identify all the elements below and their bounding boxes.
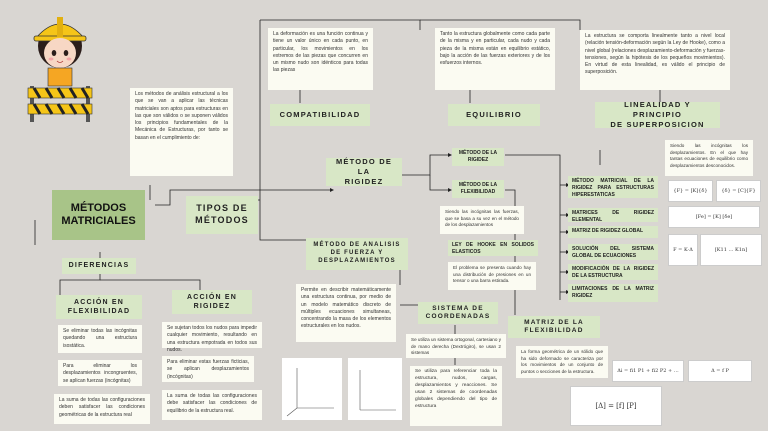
list-item-3: MATRIZ DE RIGIDEZ GLOBAL — [568, 226, 658, 238]
equilibrio-text: Tanto la estructura globalmente como cad… — [435, 28, 555, 90]
hooke-text: El problema se presenta cuando hay una d… — [448, 262, 536, 290]
compatibilidad-header: COMPATIBILIDAD — [270, 104, 370, 126]
formula-matriz-elemental: [Fe] = [K] [δe] — [668, 206, 760, 228]
axis-diagram-1 — [282, 358, 342, 420]
mr-description: Siendo las incógnitas los desplazamiento… — [665, 140, 753, 176]
list-item-1: MÉTODO MATRICIAL DE LA RIGIDEZ PARA ESTR… — [568, 176, 658, 198]
metodo-rigidez-text: MÉTODO DE LA RIGIDEZ — [335, 157, 393, 186]
formula-sistema: F = K·Δ — [668, 234, 698, 266]
formula-matrix-equation: [Δ] = [f] [P] — [570, 386, 662, 426]
axis-diagram-2 — [348, 358, 402, 420]
mr-node: MÉTODO DE LA RIGIDEZ — [452, 148, 504, 166]
flex-item-1: Se eliminar todas las incógnitas quedand… — [58, 325, 142, 353]
sistema-coordenadas-header: SISTEMA DE COORDENADAS — [418, 302, 498, 324]
metodo-fuerza-text-box: Permite en describir matemáticamente una… — [296, 284, 396, 342]
list-item-6: LIMITACIONES DE LA MATRIZ RIGIDEZ — [568, 284, 658, 302]
flex-item-3: La suma de todas las configuraciones deb… — [54, 394, 150, 424]
list-item-5: MODIFICACIÓN DE LA RIGIDEZ DE LA ESTRUCT… — [568, 264, 658, 280]
accion-flexibilidad-text: ACCIÓN EN FLEXIBILIDAD — [67, 298, 131, 315]
list-item-2: MATRICES DE RIGIDEZ ELEMENTAL — [568, 208, 658, 223]
matriz-flexibilidad-header: MATRIZ DE LA FLEXIBILIDAD — [508, 316, 600, 338]
sistema-text-2: Se utiliza para referenciar toda la estr… — [410, 366, 502, 426]
intro-text: Los métodos de análisis estructural a lo… — [130, 88, 233, 176]
engineer-character-illustration — [24, 8, 96, 126]
sistema-coordenadas-text: SISTEMA DE COORDENADAS — [425, 304, 491, 320]
compatibilidad-text: La deformación es una función continua y… — [268, 28, 373, 90]
hooke-header: LEY DE HOOKE EN SOLIDOS ELASTICOS — [448, 240, 538, 256]
rig-item-1: Se sujetan todos los nudos para impedir … — [162, 322, 262, 353]
equilibrio-header: EQUILIBRIO — [448, 104, 540, 126]
mf-node-text: MÉTODO DE LA FLEXIBILIDAD — [458, 182, 498, 195]
accion-flexibilidad-header: ACCIÓN EN FLEXIBILIDAD — [56, 295, 142, 319]
linealidad-text: La estructura se comporta linealmente ta… — [580, 30, 730, 90]
tipos-text: TIPOS DE MÉTODOS — [195, 203, 249, 225]
rig-item-3: La suma de todas las configuraciones deb… — [162, 390, 262, 420]
sistema-text-1: Se utiliza un sistema ortogonal, cartesi… — [406, 334, 506, 358]
matriz-flexibilidad-text: MATRIZ DE LA FLEXIBILIDAD — [524, 318, 584, 334]
linealidad-header: LINEALIDAD Y PRINCIPIO DE SUPERPOSICION — [595, 100, 720, 129]
formula-flexibilidad: {δ} = [C]{F} — [716, 180, 761, 202]
accion-rigidez-header: ACCIÓN EN RIGIDEZ — [172, 290, 252, 314]
main-title-text: MÉTODOS MATRICIALES — [61, 202, 136, 227]
formula-matriz-global: [K11 … K1n] — [700, 234, 762, 266]
metodo-fuerza-header: MÉTODO DE ANALISIS DE FUERZA Y DESPLAZAM… — [306, 238, 408, 270]
diferencias-header: DIFERENCIAS — [62, 258, 136, 274]
flex-item-2: Para eliminar los desplazamientos incong… — [58, 360, 142, 386]
mf-node: MÉTODO DE LA FLEXIBILIDAD — [452, 180, 504, 198]
main-title: MÉTODOS MATRICIALES — [52, 190, 145, 240]
mr-node-text: MÉTODO DE LA RIGIDEZ — [458, 150, 498, 163]
mf-description: Siendo las incógnitas las fuerzas, que s… — [440, 206, 524, 234]
list-item-4: SOLUCIÓN DEL SISTEMA GLOBAL DE ECUACIONE… — [568, 244, 658, 260]
linealidad-header-text: LINEALIDAD Y PRINCIPIO DE SUPERPOSICION — [610, 100, 705, 129]
formula-rigidez: {F} = [K]{δ} — [668, 180, 713, 202]
metodo-rigidez-header: MÉTODO DE LA RIGIDEZ — [326, 157, 402, 186]
formula-delta-1: Δi = fi1 P1 + fi2 P2 + … — [612, 360, 684, 382]
accion-rigidez-text: ACCIÓN EN RIGIDEZ — [186, 293, 238, 310]
formula-delta-2: Δ = f P — [688, 360, 752, 382]
matriz-flexibilidad-desc: La forma geométrica de un sólido que ha … — [516, 346, 608, 378]
rig-item-2: Para eliminar estas fuerzas ficticias, s… — [162, 356, 254, 382]
metodo-fuerza-text: MÉTODO DE ANALISIS DE FUERZA Y DESPLAZAM… — [313, 242, 401, 264]
tipos-de-metodos: TIPOS DE MÉTODOS — [186, 196, 258, 234]
